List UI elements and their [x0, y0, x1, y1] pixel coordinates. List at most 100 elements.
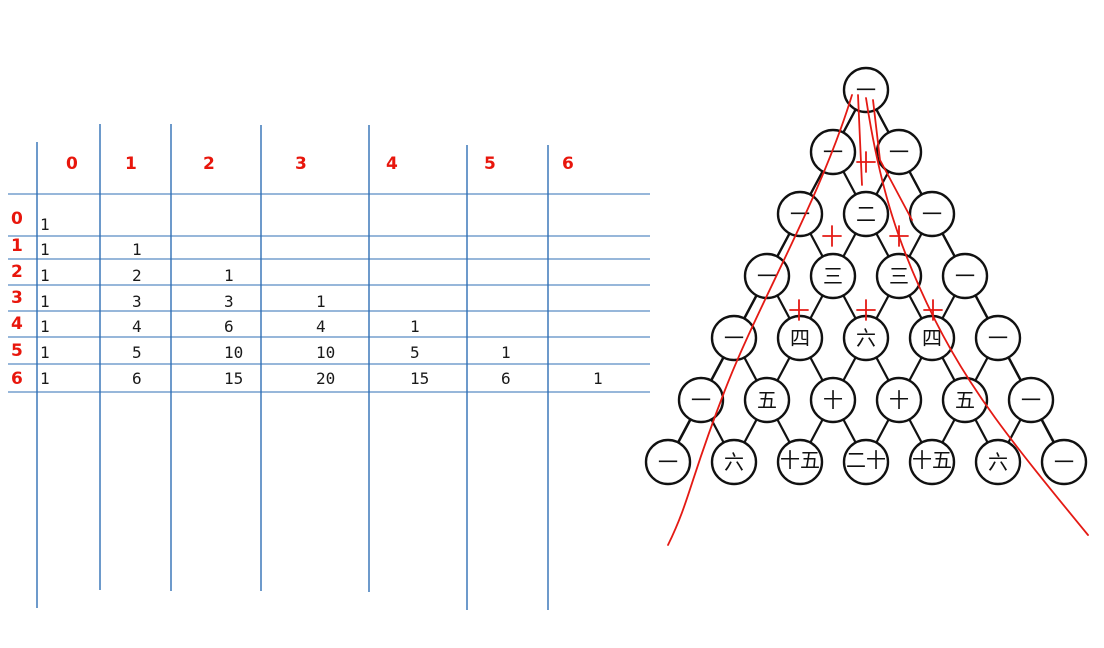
- triangle-node-label: 一: [889, 140, 909, 164]
- triangle-node: 六: [842, 314, 890, 362]
- column-header: 3: [295, 154, 307, 174]
- table-cell: 4: [316, 317, 326, 336]
- table-cell: 15: [224, 369, 244, 388]
- triangle-node-label: 五: [955, 388, 975, 412]
- triangle-node: 五: [743, 376, 791, 424]
- plus-mark: [822, 225, 842, 247]
- table-cell: 1: [224, 266, 234, 285]
- table-cell: 1: [593, 369, 603, 388]
- row-header: 4: [11, 314, 23, 334]
- row-header: 2: [11, 262, 23, 282]
- triangle-node-label: 一: [988, 326, 1008, 350]
- triangle-node: 六: [710, 438, 758, 486]
- triangle-node-label: 十: [823, 388, 843, 412]
- triangle-node-label: 三: [889, 264, 909, 288]
- triangle-node: 三: [809, 252, 857, 300]
- table-cell: 6: [501, 369, 511, 388]
- triangle-node: 一: [743, 252, 791, 300]
- table-cell: 1: [410, 317, 420, 336]
- triangle-node-label: 一: [955, 264, 975, 288]
- table-cell: 10: [316, 343, 336, 362]
- table-cell: 1: [40, 343, 50, 362]
- column-header: 4: [386, 154, 398, 174]
- triangle-node-label: 一: [922, 202, 942, 226]
- triangle-node: 五: [941, 376, 989, 424]
- table-cell: 1: [40, 292, 50, 311]
- triangle-node: 一: [1040, 438, 1088, 486]
- row-header: 3: [11, 288, 23, 308]
- column-header: 1: [125, 154, 137, 174]
- triangle-node: 六: [974, 438, 1022, 486]
- plus-mark: [789, 299, 809, 321]
- stroke-short: [872, 99, 913, 221]
- triangle-node: 四: [776, 314, 824, 362]
- triangle-node-label: 六: [724, 450, 744, 474]
- triangle-node-label: 十五: [780, 448, 820, 472]
- triangle-node-label: 一: [658, 450, 678, 474]
- triangle-node-label: 四: [922, 326, 942, 350]
- triangle-node: 一: [677, 376, 725, 424]
- row-header: 0: [11, 209, 23, 229]
- stroke-diagonal-left: [667, 94, 853, 546]
- plus-mark: [856, 299, 876, 321]
- triangle-node-label: 十五: [912, 448, 952, 472]
- row-header: 6: [11, 369, 23, 389]
- triangle-node-label: 五: [757, 388, 777, 412]
- table-cell: 10: [224, 343, 244, 362]
- triangle-node: 十五: [776, 438, 824, 486]
- column-header: 0: [66, 154, 78, 174]
- triangle-node: 二十: [842, 438, 890, 486]
- stroke-short: [857, 94, 863, 186]
- column-header: 2: [203, 154, 215, 174]
- triangle-node-label: 一: [1054, 450, 1074, 474]
- triangle-node: 一: [842, 66, 890, 114]
- triangle-node: 一: [1007, 376, 1055, 424]
- triangle-connectors: [659, 89, 1073, 477]
- triangle-node-label: 一: [856, 78, 876, 102]
- triangle-node-label: 六: [988, 450, 1008, 474]
- triangle-node: 一: [710, 314, 758, 362]
- triangle-node-label: 二十: [846, 448, 886, 472]
- triangle-node: 二: [842, 190, 890, 238]
- table-cell: 1: [40, 266, 50, 285]
- table-cell: 20: [316, 369, 336, 388]
- triangle-node-label: 一: [1021, 388, 1041, 412]
- triangle-node-label: 四: [790, 326, 810, 350]
- table-cell: 2: [132, 266, 142, 285]
- triangle-node: 一: [875, 128, 923, 176]
- triangle-node-label: 一: [757, 264, 777, 288]
- table-cell: 5: [132, 343, 142, 362]
- table-cell: 1: [501, 343, 511, 362]
- triangle-node: 一: [941, 252, 989, 300]
- table-cell: 6: [132, 369, 142, 388]
- table-cell: 3: [224, 292, 234, 311]
- table-cell: 5: [410, 343, 420, 362]
- table-cell: 4: [132, 317, 142, 336]
- row-header: 1: [11, 236, 23, 256]
- red-annotation: [667, 94, 1089, 546]
- column-header: 5: [484, 154, 496, 174]
- table-cell: 1: [316, 292, 326, 311]
- triangle-node-label: 一: [724, 326, 744, 350]
- table-cell: 15: [410, 369, 430, 388]
- table-grid: [8, 124, 650, 610]
- triangle-node-label: 三: [823, 264, 843, 288]
- triangle-node: 十: [875, 376, 923, 424]
- table-cell: 3: [132, 292, 142, 311]
- table-cell: 1: [40, 240, 50, 259]
- triangle-node: 一: [908, 190, 956, 238]
- table-cell: 1: [132, 240, 142, 259]
- triangle-node: 一: [974, 314, 1022, 362]
- table-cell: 1: [40, 317, 50, 336]
- triangle-node-label: 六: [856, 326, 876, 350]
- table-cell: 1: [40, 369, 50, 388]
- stroke-diagonal-right: [865, 97, 1089, 536]
- triangle-node-label: 十: [889, 388, 909, 412]
- row-header: 5: [11, 341, 23, 361]
- column-header: 6: [562, 154, 574, 174]
- triangle-node-label: 一: [691, 388, 711, 412]
- triangle-node: 十五: [908, 438, 956, 486]
- plus-mark: [889, 225, 909, 247]
- triangle-node: 一: [776, 190, 824, 238]
- triangle-node: 一: [809, 128, 857, 176]
